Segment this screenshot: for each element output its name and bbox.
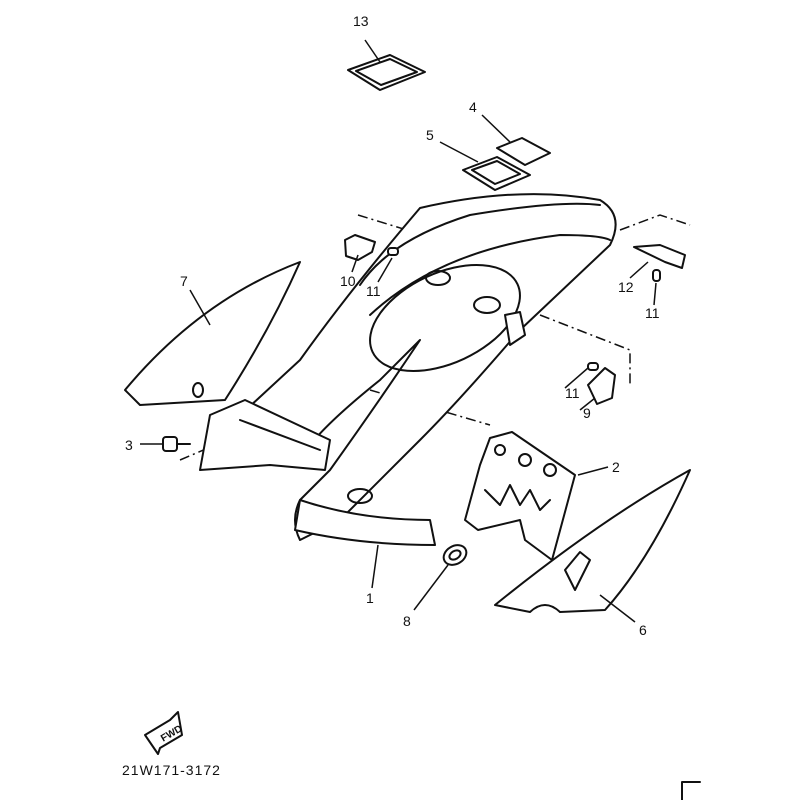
callout-1: 1 xyxy=(366,590,374,606)
part-7-side-cover xyxy=(124,261,301,406)
part-code: 21W171-3172 xyxy=(122,762,221,778)
leader-lines xyxy=(140,39,657,623)
corner-mark xyxy=(681,781,701,800)
callout-4: 4 xyxy=(469,99,477,115)
part-12-bracket xyxy=(633,244,686,269)
part-6-side-cover xyxy=(494,469,691,613)
part-8-grommet xyxy=(442,544,468,566)
callout-10: 10 xyxy=(340,273,356,289)
callout-6: 6 xyxy=(639,622,647,638)
part-11-bolt-b xyxy=(652,269,661,282)
callout-9: 9 xyxy=(583,405,591,421)
callout-13: 13 xyxy=(353,13,369,29)
fwd-arrow-icon: FWD xyxy=(144,711,184,755)
part-13-plate xyxy=(347,54,426,91)
part-11-bolt-c xyxy=(587,362,599,371)
part-10-bracket xyxy=(344,234,376,261)
part-9-bracket xyxy=(587,367,616,405)
callout-12: 12 xyxy=(618,279,634,295)
callout-11: 11 xyxy=(565,385,580,401)
part-11-bolt-a xyxy=(387,247,399,256)
part-1-rear-fender xyxy=(199,193,617,546)
part-4-plate xyxy=(496,137,551,166)
callout-2: 2 xyxy=(612,459,620,475)
callout-11: 11 xyxy=(366,283,381,299)
callout-3: 3 xyxy=(125,437,133,453)
callout-5: 5 xyxy=(426,127,434,143)
part-2-flap xyxy=(464,431,576,561)
callout-7: 7 xyxy=(180,273,188,289)
callout-8: 8 xyxy=(403,613,411,629)
part-3-bolt xyxy=(162,436,191,452)
part-5-plate xyxy=(462,156,531,191)
callout-11: 11 xyxy=(645,305,660,321)
